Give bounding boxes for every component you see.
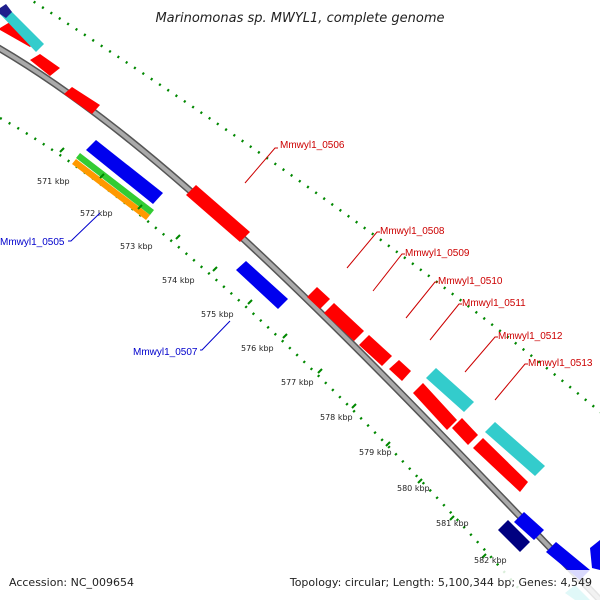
forward-leader-lines bbox=[244, 147, 528, 401]
gene-label-mmwyl1-0512[interactable]: Mmwyl1_0512 bbox=[498, 331, 563, 342]
tick-label: 580 kbp bbox=[397, 484, 430, 493]
forward-cds-feature[interactable] bbox=[64, 87, 100, 114]
forward-cds-feature[interactable] bbox=[307, 287, 330, 309]
cyan-feature[interactable] bbox=[426, 368, 474, 412]
forward-cds-feature[interactable] bbox=[473, 438, 528, 492]
tick-label: 578 kbp bbox=[320, 413, 353, 422]
cyan-feature[interactable] bbox=[485, 422, 545, 476]
forward-cds-feature[interactable] bbox=[30, 54, 60, 76]
reverse-leader-lines bbox=[68, 212, 231, 351]
tick-label: 573 kbp bbox=[120, 242, 153, 251]
tick-label: 576 kbp bbox=[241, 344, 274, 353]
tick-label: 572 kbp bbox=[80, 209, 113, 218]
topology-text: Topology: circular; Length: 5,100,344 bp… bbox=[289, 576, 592, 589]
gene-label-mmwyl1-0511[interactable]: Mmwyl1_0511 bbox=[462, 298, 526, 309]
gene-label-mmwyl1-0510[interactable]: Mmwyl1_0510 bbox=[438, 276, 503, 287]
footer-band bbox=[0, 570, 600, 600]
reverse-cds-feature[interactable] bbox=[236, 261, 288, 309]
forward-cds-feature[interactable] bbox=[389, 360, 411, 381]
gene-label-mmwyl1-0509[interactable]: Mmwyl1_0509 bbox=[405, 248, 470, 259]
orange-feature[interactable] bbox=[72, 159, 150, 220]
dark-blue-feature[interactable] bbox=[0, 4, 12, 18]
forward-cds-feature[interactable] bbox=[186, 185, 250, 242]
tick-label: 582 kbp bbox=[474, 556, 507, 565]
dark-blue-feature[interactable] bbox=[498, 520, 530, 552]
reverse-features bbox=[72, 140, 600, 580]
accession-text: Accession: NC_009654 bbox=[9, 576, 134, 589]
tick-label: 575 kbp bbox=[201, 310, 234, 319]
cyan-feature[interactable] bbox=[0, 8, 44, 52]
forward-cds-feature[interactable] bbox=[324, 303, 364, 341]
forward-cds-feature[interactable] bbox=[452, 418, 478, 445]
tick-label: 577 kbp bbox=[281, 378, 314, 387]
tick-label: 574 kbp bbox=[162, 276, 195, 285]
gene-labels: Mmwyl1_0505 Mmwyl1_0506 Mmwyl1_0507 Mmwy… bbox=[0, 140, 593, 369]
tick-label: 579 kbp bbox=[359, 448, 392, 457]
green-feature[interactable] bbox=[76, 153, 154, 215]
gene-label-mmwyl1-0513[interactable]: Mmwyl1_0513 bbox=[528, 358, 593, 369]
tick-marks bbox=[59, 147, 487, 559]
map-title: Marinomonas sp. MWYL1, complete genome bbox=[155, 11, 444, 26]
tick-label: 571 kbp bbox=[37, 177, 70, 186]
forward-features bbox=[0, 4, 590, 600]
genome-backbone-edge bbox=[0, 44, 600, 600]
forward-cds-feature[interactable] bbox=[359, 335, 392, 366]
reverse-cds-feature[interactable] bbox=[590, 540, 600, 570]
gene-label-mmwyl1-0505[interactable]: Mmwyl1_0505 bbox=[0, 237, 65, 248]
gene-label-mmwyl1-0508[interactable]: Mmwyl1_0508 bbox=[380, 226, 445, 237]
forward-cds-feature[interactable] bbox=[413, 383, 457, 430]
tick-labels: 571 kbp 572 kbp 573 kbp 574 kbp 575 kbp … bbox=[37, 177, 507, 565]
gene-label-mmwyl1-0506[interactable]: Mmwyl1_0506 bbox=[280, 140, 345, 151]
reverse-cds-feature[interactable] bbox=[514, 512, 544, 540]
reverse-cds-feature[interactable] bbox=[86, 140, 163, 204]
gene-label-mmwyl1-0507[interactable]: Mmwyl1_0507 bbox=[133, 347, 198, 358]
genome-backbone bbox=[0, 46, 600, 600]
tick-label: 581 kbp bbox=[436, 519, 469, 528]
